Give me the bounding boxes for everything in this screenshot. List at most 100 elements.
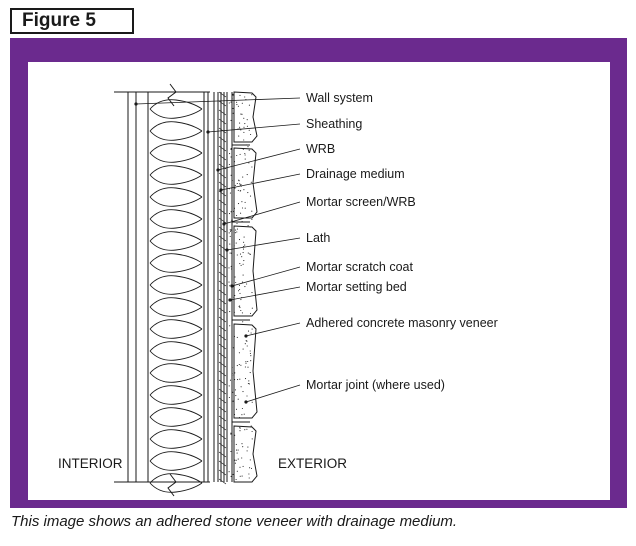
leader-line <box>207 123 301 133</box>
callout-sheathing: Sheathing <box>306 117 362 131</box>
stipple-dot <box>251 438 253 440</box>
veneer-stipple <box>228 93 253 481</box>
stipple-dot <box>240 309 242 312</box>
stipple-dot <box>231 244 233 246</box>
leader-dot <box>216 168 220 172</box>
stipple-dot <box>244 207 246 209</box>
stipple-dot <box>249 352 251 354</box>
stipple-dot <box>248 149 250 151</box>
stipple-dot <box>228 385 230 387</box>
stipple-dot <box>239 427 241 429</box>
stipple-dot <box>242 391 244 393</box>
stipple-dot <box>249 350 251 352</box>
stipple-dot <box>229 243 231 245</box>
stipple-dot <box>239 288 241 291</box>
stipple-dot <box>233 297 235 299</box>
stipple-dot <box>230 211 232 213</box>
stipple-dot <box>229 235 231 237</box>
stipple-dot <box>231 179 233 181</box>
stipple-dot <box>235 478 237 481</box>
stipple-dot <box>244 244 246 246</box>
stipple-dot <box>236 104 238 106</box>
callout-mortar-scratch-coat: Mortar scratch coat <box>306 260 414 274</box>
veneer-unit <box>233 323 258 419</box>
stipple-dot <box>234 462 236 464</box>
leader-dot <box>228 298 232 302</box>
stipple-dot <box>240 299 242 301</box>
stipple-dot <box>241 281 243 283</box>
stipple-dot <box>236 365 238 367</box>
figure-caption: This image shows an adhered stone veneer… <box>11 513 458 530</box>
stipple-dot <box>251 401 253 403</box>
stipple-dot <box>235 459 237 461</box>
stipple-dot <box>236 101 238 103</box>
stipple-dot <box>239 305 241 307</box>
stipple-dot <box>247 383 249 385</box>
stipple-dot <box>231 399 233 401</box>
stipple-dot <box>250 332 252 334</box>
stipple-dot <box>231 220 233 222</box>
stipple-dot <box>246 125 248 127</box>
leader-line <box>217 148 301 171</box>
stipple-dot <box>251 94 253 96</box>
leader-dot <box>225 248 229 252</box>
stipple-dot <box>248 129 250 131</box>
stipple-dot <box>240 212 242 214</box>
stipple-dot <box>242 148 244 150</box>
stipple-dot <box>249 226 251 228</box>
stipple-dot <box>239 126 241 128</box>
stipple-dot <box>246 283 248 285</box>
stipple-dot <box>230 252 232 254</box>
stipple-dot <box>240 364 242 366</box>
stipple-dot <box>245 340 247 342</box>
stipple-dot <box>244 366 246 368</box>
stipple-dot <box>232 107 234 109</box>
callout-drainage-medium: Drainage medium <box>306 167 405 181</box>
stipple-dot <box>237 449 239 451</box>
stipple-dot <box>230 101 232 103</box>
stipple-dot <box>248 473 250 475</box>
stipple-dot <box>236 336 238 338</box>
stipple-dot <box>251 307 253 309</box>
stipple-dot <box>238 363 240 366</box>
stipple-dot <box>239 122 241 124</box>
callout-adhered-veneer: Adhered concrete masonry veneer <box>306 316 498 330</box>
stipple-dot <box>241 102 243 104</box>
stipple-dot <box>234 434 236 436</box>
stipple-dot <box>229 252 231 254</box>
stipple-dot <box>239 292 241 294</box>
veneer-unit <box>233 425 258 483</box>
wall-section-drawing <box>114 83 258 497</box>
stipple-dot <box>229 229 231 231</box>
stipple-dot <box>249 372 251 374</box>
stipple-dot <box>236 154 238 157</box>
stipple-dot <box>241 407 243 410</box>
callout-lath: Lath <box>306 231 330 245</box>
leader-line <box>226 237 301 251</box>
stipple-dot <box>249 195 252 197</box>
stipple-dot <box>248 477 250 479</box>
leader-dot <box>134 102 138 106</box>
stipple-dot <box>228 102 230 104</box>
stipple-dot <box>233 414 236 416</box>
stipple-dot <box>244 158 246 160</box>
stipple-dot <box>230 432 232 434</box>
stipple-dot <box>235 443 237 445</box>
stipple-dot <box>233 311 235 313</box>
stipple-dot <box>234 379 236 381</box>
stipple-dot <box>238 239 241 241</box>
leader-line <box>245 384 301 403</box>
stipple-dot <box>246 174 248 176</box>
stipple-dot <box>247 366 249 368</box>
stipple-dot <box>229 379 232 381</box>
stipple-dot <box>233 207 236 209</box>
stipple-dot <box>242 252 244 254</box>
stipple-dot <box>228 471 230 473</box>
figure-panel <box>28 62 610 500</box>
stipple-dot <box>235 229 237 231</box>
stipple-dot <box>230 433 232 435</box>
leader-line <box>231 266 301 287</box>
stipple-dot <box>244 96 246 98</box>
stipple-dot <box>235 281 237 284</box>
stipple-dot <box>237 203 240 205</box>
